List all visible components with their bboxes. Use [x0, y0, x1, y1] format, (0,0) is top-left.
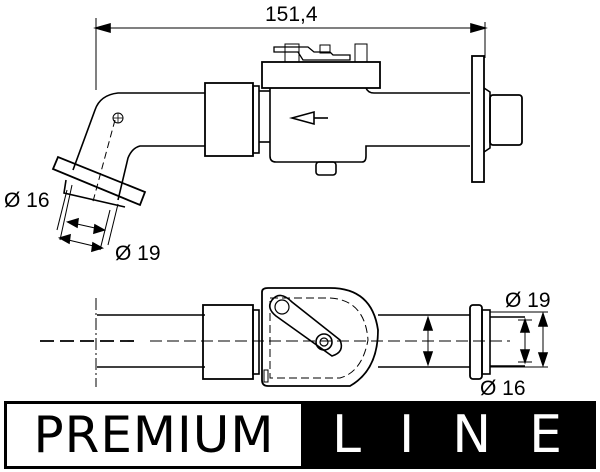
top-view — [51, 43, 523, 253]
overall-length-label: 151,4 — [265, 3, 318, 26]
top-large-diameter-label: Ø 19 — [115, 242, 161, 265]
side-small-diameter-label: Ø 16 — [480, 377, 526, 400]
premium-line-banner: PREMIUM L I N E — [4, 401, 596, 469]
banner-premium-text: PREMIUM — [7, 404, 301, 466]
banner-letter: I — [398, 405, 415, 465]
banner-line-text: L I N E — [301, 404, 593, 466]
side-large-diameter-label: Ø 19 — [505, 289, 551, 312]
side-view — [40, 287, 549, 387]
banner-letter: L — [331, 405, 361, 465]
banner-letter: N — [452, 405, 492, 465]
top-small-diameter-label: Ø 16 — [4, 189, 50, 212]
banner-letter: E — [529, 405, 562, 465]
overall-length-dimension — [93, 18, 488, 90]
